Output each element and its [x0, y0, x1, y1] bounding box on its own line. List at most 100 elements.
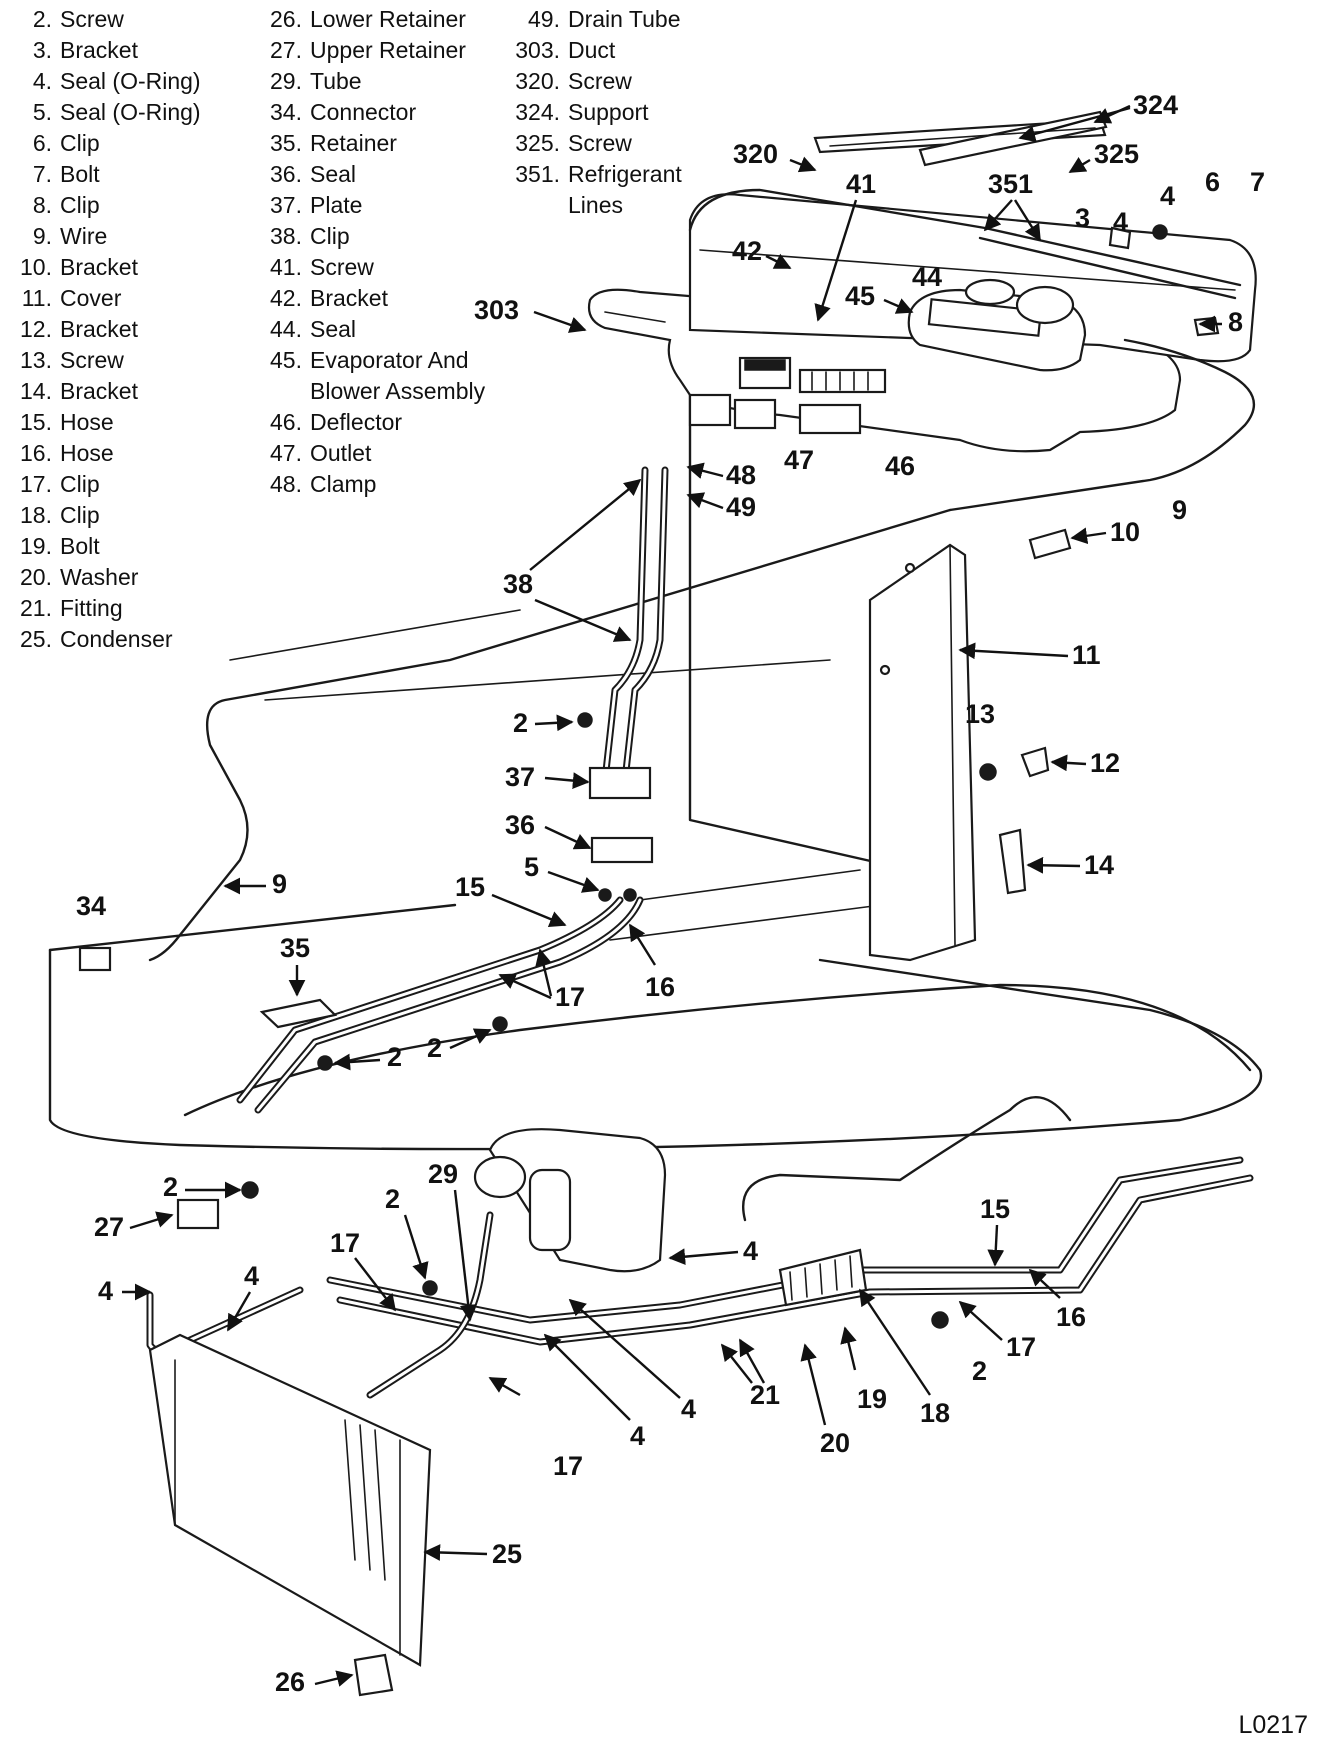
legend-entry: 4.Seal (O-Ring) — [6, 66, 201, 97]
legend-entry: 20.Washer — [6, 562, 201, 593]
legend-part-name: Bolt — [60, 161, 100, 187]
legend-part-number: 37. — [270, 192, 302, 218]
callout-12: 12 — [1090, 748, 1120, 778]
legend-part-number: 2. — [32, 6, 52, 32]
callout-16-engine: 16 — [1056, 1302, 1086, 1332]
callout-4-upper-b: 4 — [1160, 181, 1175, 211]
callout-2-floor-b: 2 — [427, 1033, 442, 1063]
legend-part-number: 5. — [32, 99, 52, 125]
refrigerant-lines-351 — [688, 188, 1242, 300]
legend-part-number: 42. — [270, 285, 302, 311]
callout-7: 7 — [1250, 167, 1265, 197]
callout-34: 34 — [76, 891, 106, 921]
legend-part-name: Retainer — [310, 130, 397, 156]
callout-38: 38 — [503, 569, 533, 599]
callout-351: 351 — [988, 169, 1033, 199]
legend-entry: 34. Connector — [252, 97, 485, 128]
legend-entry: 45. Evaporator And — [252, 345, 485, 376]
legend-entry: 6.Clip — [6, 128, 201, 159]
callout-13: 13 — [965, 699, 995, 729]
legend-part-name: Plate — [310, 192, 363, 218]
legend-entry: 17.Clip — [6, 469, 201, 500]
legend-part-name: Upper Retainer — [310, 37, 466, 63]
callout-2-floor-a: 2 — [387, 1042, 402, 1072]
legend-part-name: Support — [568, 99, 649, 125]
legend-entry: 44. Seal — [252, 314, 485, 345]
callout-9-upper: 9 — [1172, 495, 1187, 525]
bracket-12 — [1020, 746, 1050, 778]
legend-part-name: Seal — [310, 316, 357, 342]
legend-part-name: Blower Assembly — [310, 378, 486, 404]
legend-part-number: 26. — [270, 6, 302, 32]
cover-11 — [868, 543, 977, 962]
legend-part-number: 9. — [32, 223, 52, 249]
legend-entry: 41.Screw — [252, 252, 485, 283]
legend-part-number: 35. — [270, 130, 302, 156]
upper-retainer-27 — [176, 1198, 220, 1230]
callout-46: 46 — [885, 451, 915, 481]
callout-17-upper: 17 — [555, 982, 585, 1012]
legend-entry: 320.Screw — [510, 66, 682, 97]
legend-part-number: 324. — [515, 99, 560, 125]
lower-retainer-26 — [353, 1653, 394, 1697]
callout-37: 37 — [505, 762, 535, 792]
legend-part-number: 16. — [20, 440, 52, 466]
legend-part-number: 19. — [20, 533, 52, 559]
legend-part-name: Duct — [568, 37, 616, 63]
screw-2-engine — [241, 1181, 259, 1199]
legend-entry: 37. Plate — [252, 190, 485, 221]
legend-part-number: 17. — [20, 471, 52, 497]
callout-14: 14 — [1084, 850, 1114, 880]
legend-part-name: Connector — [310, 99, 417, 125]
callout-5: 5 — [524, 852, 539, 882]
retainer-35 — [259, 998, 338, 1029]
callout-324: 324 — [1133, 90, 1178, 120]
legend-part-number: 45. — [270, 347, 302, 373]
legend-entry: 21.Fitting — [6, 593, 201, 624]
callout-44: 44 — [912, 262, 942, 292]
callout-4-engine-b: 4 — [244, 1261, 259, 1291]
legend-part-name: Wire — [60, 223, 108, 249]
legend-entry: 303. Duct — [510, 35, 682, 66]
legend-part-number: 15. — [20, 409, 52, 435]
legend-entry: 47.Outlet — [252, 438, 485, 469]
legend-part-name: Seal — [310, 161, 357, 187]
legend-entry: 8.Clip — [6, 190, 201, 221]
legend-part-name: Evaporator And — [310, 347, 469, 373]
bolt-7 — [1152, 224, 1168, 240]
bracket-10 — [1028, 528, 1072, 560]
legend-entry: 3.Bracket — [6, 35, 201, 66]
legend-part-name: Deflector — [310, 409, 403, 435]
legend-part-name: Bracket — [60, 37, 138, 63]
legend-part-name: Drain Tube — [568, 6, 681, 32]
evaporator-blower-assembly — [907, 278, 1087, 372]
callout-layer: 324 320 325 41 351 6 7 3 4 4 42 44 45 30… — [76, 90, 1265, 1697]
deflector-46 — [798, 368, 887, 394]
vehicle-body-outline — [48, 328, 1263, 1151]
callout-3: 3 — [1075, 203, 1090, 233]
callout-26: 26 — [275, 1667, 305, 1697]
legend-part-number: 44. — [270, 316, 302, 342]
callout-325: 325 — [1094, 139, 1139, 169]
legend-part-number: 47. — [270, 440, 302, 466]
callout-11: 11 — [1072, 640, 1101, 670]
legend-part-name: Refrigerant — [568, 161, 682, 187]
legend-part-number: 303. — [515, 37, 560, 63]
legend-part-number: 34. — [270, 99, 302, 125]
legend-entry: 46. Deflector — [252, 407, 485, 438]
legend-part-number: 12. — [20, 316, 52, 342]
legend-part-number: 29. — [270, 68, 302, 94]
screw-2-engine-b — [422, 1280, 438, 1296]
legend-entry: 48.Clamp — [252, 469, 485, 500]
legend-part-name: Tube — [310, 68, 362, 94]
legend-part-name: Hose — [60, 409, 114, 435]
callout-16-upper: 16 — [645, 972, 675, 1002]
callout-27: 27 — [94, 1212, 124, 1242]
callout-4-engine-a: 4 — [98, 1276, 113, 1306]
legend-part-number: 6. — [32, 130, 52, 156]
legend-part-number: 46. — [270, 409, 302, 435]
callout-2-engine-a: 2 — [163, 1172, 178, 1202]
callout-15-upper: 15 — [455, 872, 485, 902]
